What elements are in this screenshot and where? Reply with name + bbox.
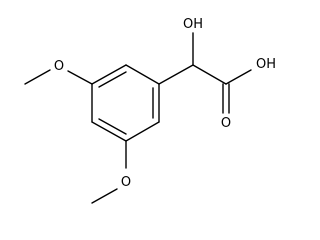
carbonyl-oxygen-label: O (221, 116, 231, 131)
ring-bond-c3-c4 (91, 121, 127, 142)
bond-methoxy-bottom-oxygen-to-methyl (91, 188, 118, 204)
chemical-structure-diagram: OH OH O O O (24, 17, 276, 204)
ring-double-bond-c5-c6 (98, 71, 127, 88)
methoxy-bottom (91, 140, 127, 204)
hydroxyl-label: OH (183, 17, 203, 32)
ring-bond-c5-c6 (91, 64, 127, 85)
ring-bond-c6-c1 (125, 64, 160, 85)
bond-alpha-carbon-to-carboxyl (192, 64, 227, 85)
mandelic-side-chain (158, 32, 252, 114)
benzene-ring (91, 64, 160, 142)
bond-methoxy-top-oxygen-to-methyl (24, 69, 51, 85)
methoxy-top-oxygen-label: O (54, 59, 64, 74)
ring-bond-c2-c3 (125, 121, 160, 142)
bond-carboxyl-to-hydroxyl (225, 69, 252, 85)
bond-ring-to-methoxy-top-oxygen (67, 70, 93, 85)
methoxy-top (24, 69, 93, 85)
ring-double-bond-c3-c4 (98, 118, 127, 135)
bond-ring-to-alpha-carbon (158, 64, 194, 85)
carboxyl-hydroxyl-label: OH (256, 57, 276, 72)
methoxy-bottom-oxygen-label: O (121, 175, 131, 190)
